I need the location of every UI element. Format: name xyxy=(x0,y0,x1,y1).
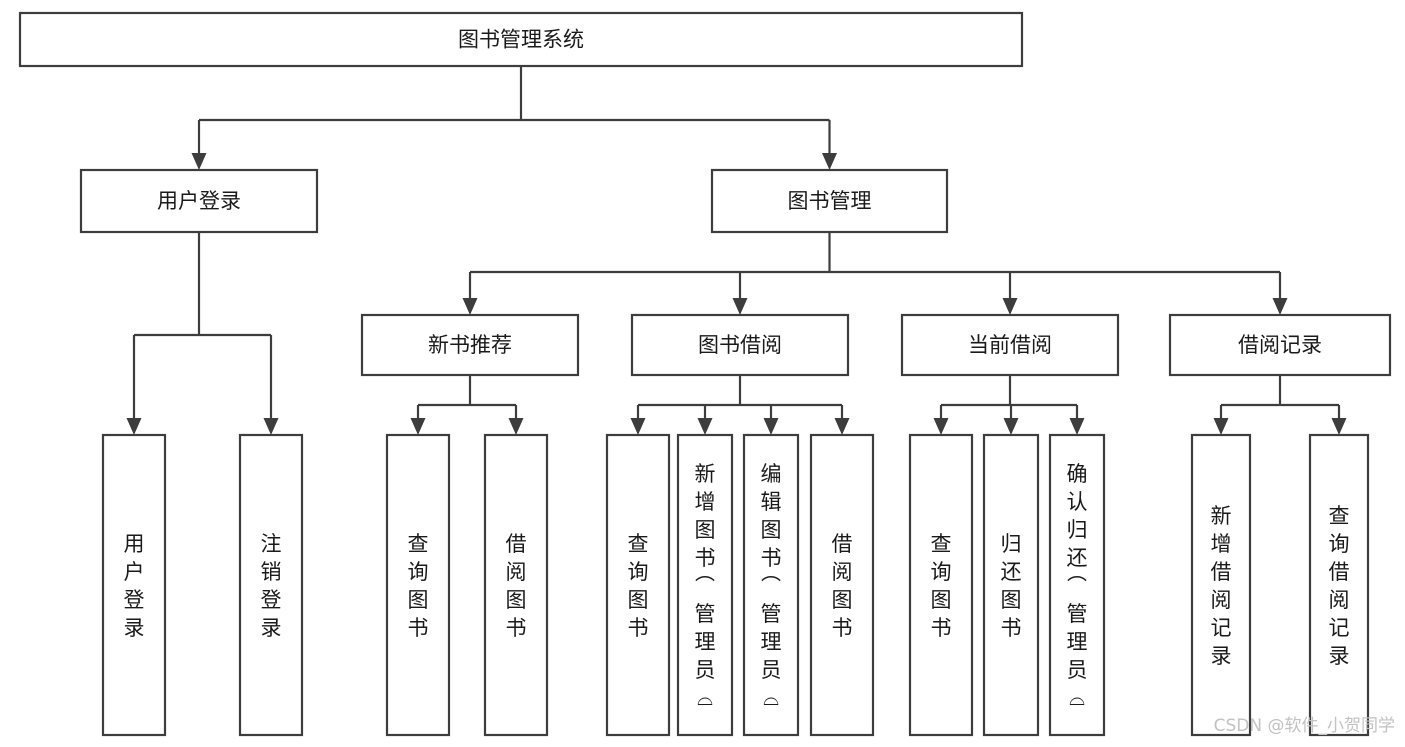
book-manage-arrow xyxy=(732,298,748,315)
node-leaf-return-book[interactable]: 归还图书 xyxy=(982,433,1040,737)
node-label-current-borrow: 当前借阅 xyxy=(968,333,1052,357)
node-label-user-login: 用户登录 xyxy=(157,189,241,213)
node-leaf-query-book-cur[interactable]: 查询图书 xyxy=(908,433,974,737)
node-label-borrow-record: 借阅记录 xyxy=(1238,333,1322,357)
node-box-root[interactable] xyxy=(18,11,1024,68)
node-label-leaf-logout: 注销登录 xyxy=(261,532,282,640)
node-box-leaf-edit-book[interactable] xyxy=(742,433,800,737)
node-user-login[interactable]: 用户登录 xyxy=(79,168,319,234)
current-borrow-arrow xyxy=(1003,418,1019,435)
book-borrow-arrow xyxy=(763,418,779,435)
node-label-leaf-user-login: 用户登录 xyxy=(124,532,145,640)
new-book-recommend-arrow xyxy=(508,418,524,435)
book-manage-arrow xyxy=(1272,298,1288,315)
node-root[interactable]: 图书管理系统 xyxy=(18,11,1024,68)
node-box-leaf-query-book-rec[interactable] xyxy=(385,433,451,737)
root-arrow xyxy=(822,153,837,170)
node-label-leaf-query-record: 查询借阅记录 xyxy=(1329,504,1350,668)
node-box-new-book-recommend[interactable] xyxy=(360,313,580,377)
watermark-layer: CSDN @软件_小贺同学 xyxy=(1214,716,1395,736)
node-label-leaf-borrow-book-bor: 借阅图书 xyxy=(832,532,853,640)
node-label-book-borrow: 图书借阅 xyxy=(698,333,782,357)
node-box-book-borrow[interactable] xyxy=(630,313,850,377)
node-label-leaf-borrow-book-rec: 借阅图书 xyxy=(506,532,527,640)
csdn-watermark: CSDN @软件_小贺同学 xyxy=(1214,716,1395,736)
node-label-leaf-add-record: 新增借阅记录 xyxy=(1211,504,1232,668)
book-borrow-arrow xyxy=(697,418,713,435)
node-box-leaf-confirm-return[interactable] xyxy=(1048,433,1106,737)
node-leaf-query-record[interactable]: 查询借阅记录 xyxy=(1308,433,1370,737)
node-leaf-logout[interactable]: 注销登录 xyxy=(238,433,304,737)
node-leaf-borrow-book-bor[interactable]: 借阅图书 xyxy=(809,433,875,737)
node-box-user-login[interactable] xyxy=(79,168,319,234)
node-label-root: 图书管理系统 xyxy=(458,28,584,52)
node-box-leaf-add-record[interactable] xyxy=(1190,433,1252,737)
node-box-leaf-return-book[interactable] xyxy=(982,433,1040,737)
node-label-leaf-query-book-bor: 查询图书 xyxy=(628,532,649,640)
current-borrow-arrow xyxy=(1069,418,1085,435)
current-borrow-arrow xyxy=(933,418,949,435)
node-label-new-book-recommend: 新书推荐 xyxy=(428,333,512,357)
node-leaf-query-book-bor[interactable]: 查询图书 xyxy=(605,433,671,737)
node-label-leaf-query-book-rec: 查询图书 xyxy=(408,532,429,640)
node-leaf-borrow-book-rec[interactable]: 借阅图书 xyxy=(483,433,549,737)
book-borrow-arrow xyxy=(834,418,850,435)
nodes-layer: 图书管理系统用户登录图书管理新书推荐图书借阅当前借阅借阅记录用户登录注销登录查询… xyxy=(18,11,1392,737)
node-new-book-recommend[interactable]: 新书推荐 xyxy=(360,313,580,377)
node-label-book-manage: 图书管理 xyxy=(788,189,872,213)
node-box-book-manage[interactable] xyxy=(710,168,949,234)
node-leaf-query-book-rec[interactable]: 查询图书 xyxy=(385,433,451,737)
node-label-leaf-return-book: 归还图书 xyxy=(1001,532,1022,640)
node-label-leaf-confirm-return: 确认归还⌒管理员⌓ xyxy=(1067,462,1088,710)
node-box-current-borrow[interactable] xyxy=(900,313,1120,377)
node-box-leaf-add-book[interactable] xyxy=(676,433,734,737)
node-leaf-user-login[interactable]: 用户登录 xyxy=(101,433,167,737)
node-leaf-add-record[interactable]: 新增借阅记录 xyxy=(1190,433,1252,737)
node-book-borrow[interactable]: 图书借阅 xyxy=(630,313,850,377)
node-current-borrow[interactable]: 当前借阅 xyxy=(900,313,1120,377)
node-label-leaf-add-book: 新增图书⌒管理员⌓ xyxy=(695,462,716,710)
node-box-leaf-query-book-cur[interactable] xyxy=(908,433,974,737)
node-box-leaf-borrow-book-bor[interactable] xyxy=(809,433,875,737)
node-box-leaf-query-book-bor[interactable] xyxy=(605,433,671,737)
node-leaf-confirm-return[interactable]: 确认归还⌒管理员⌓ xyxy=(1048,433,1106,737)
user-login-arrow xyxy=(263,418,279,435)
borrow-record-arrow xyxy=(1213,418,1229,435)
root-arrow xyxy=(191,153,207,170)
node-box-leaf-borrow-book-rec[interactable] xyxy=(483,433,549,737)
node-borrow-record[interactable]: 借阅记录 xyxy=(1168,313,1392,377)
connectors-layer xyxy=(126,66,1347,435)
user-login-arrow xyxy=(126,418,142,435)
node-label-leaf-edit-book: 编辑图书⌒管理员⌓ xyxy=(761,462,782,710)
node-box-leaf-user-login[interactable] xyxy=(101,433,167,737)
node-box-leaf-logout[interactable] xyxy=(238,433,304,737)
node-leaf-add-book[interactable]: 新增图书⌒管理员⌓ xyxy=(676,433,734,737)
borrow-record-arrow xyxy=(1331,418,1347,435)
node-box-leaf-query-record[interactable] xyxy=(1308,433,1370,737)
node-leaf-edit-book[interactable]: 编辑图书⌒管理员⌓ xyxy=(742,433,800,737)
node-box-borrow-record[interactable] xyxy=(1168,313,1392,377)
node-book-manage[interactable]: 图书管理 xyxy=(710,168,949,234)
book-manage-arrow xyxy=(462,298,478,315)
node-label-leaf-query-book-cur: 查询图书 xyxy=(931,532,952,640)
book-borrow-arrow xyxy=(630,418,646,435)
book-manage-arrow xyxy=(1002,298,1018,315)
new-book-recommend-arrow xyxy=(410,418,426,435)
